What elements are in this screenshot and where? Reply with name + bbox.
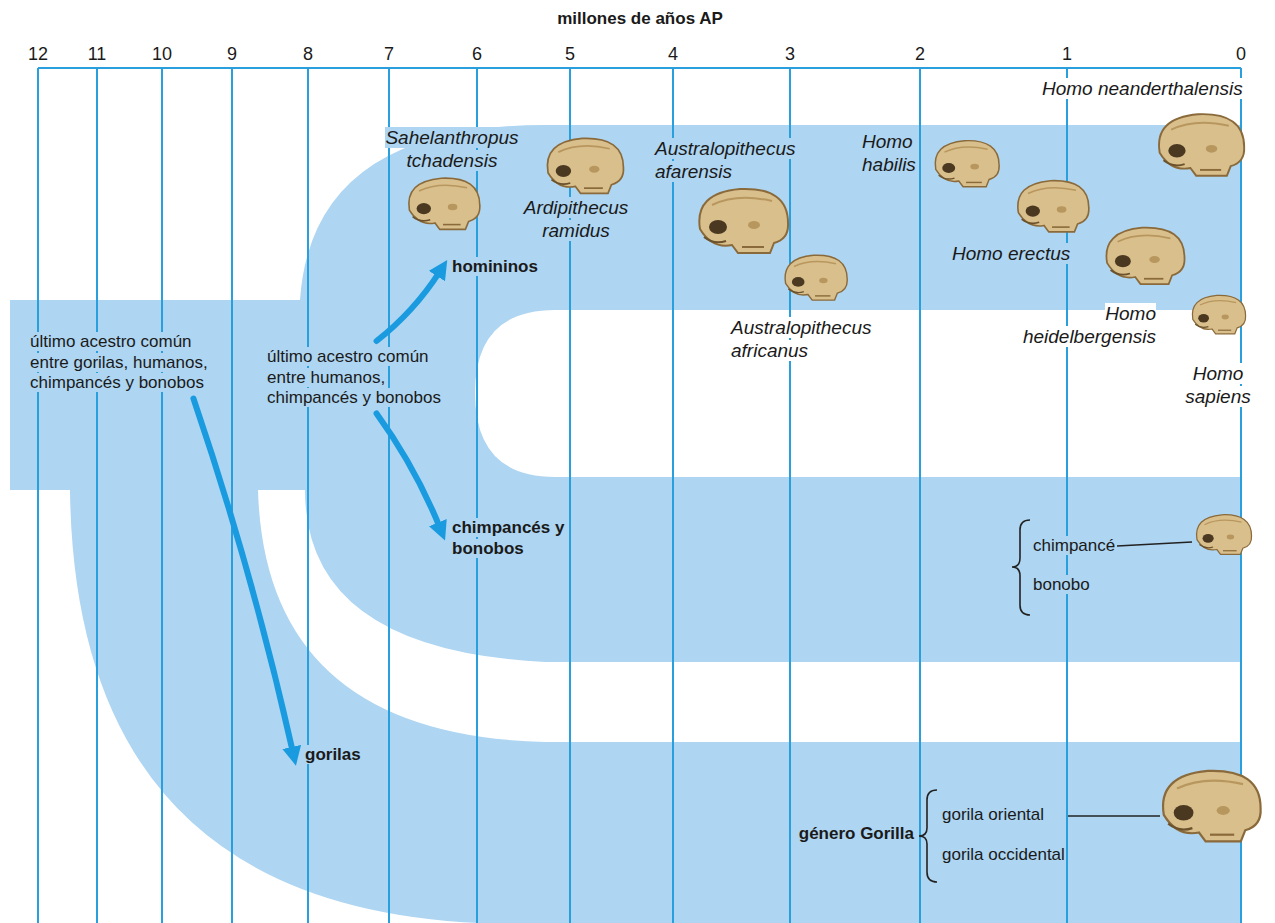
node-text: último acestro común entre gorilas, huma… (30, 332, 208, 392)
descent-arrow (377, 413, 440, 527)
descent-arrow (377, 271, 440, 341)
node-text: gorilas (305, 745, 361, 764)
species-name-box: Sahelanthropus tchadensis (357, 126, 547, 172)
axis-tick: 5 (565, 44, 575, 64)
axis-tick-box: 3 (785, 44, 795, 66)
axis-tick-box: 11 (88, 44, 107, 66)
skull-images (409, 114, 1261, 841)
axis-tick: 4 (668, 44, 678, 64)
species-name: Australopithecus afarensis (655, 138, 795, 182)
genus-label-box: género Gorilla (799, 824, 914, 845)
species-name-box: Ardipithecus ramidus (509, 196, 644, 242)
axis-title: millones de años AP (557, 9, 723, 30)
node-text: homininos (452, 257, 538, 276)
axis-title-text: millones de años AP (557, 9, 723, 28)
lineage-node: gorilas (305, 745, 361, 766)
lineage-node: chimpancés y bonobos (452, 518, 567, 559)
lineage-node: último acestro común entre gorilas, huma… (30, 332, 235, 394)
axis-tick-box: 12 (28, 44, 48, 66)
species-name-box: Australopithecus afarensis (655, 137, 825, 183)
node-text: último acestro común entre humanos, chim… (267, 347, 441, 407)
species-name-box: Homo erectus (952, 242, 1070, 265)
species-name-box: Homo neanderthalensis (1042, 77, 1243, 100)
species-name-box: gorila oriental (942, 805, 1044, 826)
species-name: Homo heidelbergensis (1023, 303, 1156, 347)
species-name: gorila occidental (942, 845, 1065, 864)
axis-tick: 10 (152, 44, 172, 64)
axis-tick: 11 (88, 44, 107, 64)
axis-tick-box: 2 (915, 44, 925, 66)
species-name-box: Australopithecus africanus (731, 316, 901, 362)
species-name: bonobo (1033, 575, 1090, 594)
axis-tick-box: 4 (668, 44, 678, 66)
lineage-node: homininos (452, 257, 538, 278)
axis-tick-box: 8 (303, 44, 313, 66)
species-name: chimpancé (1033, 536, 1115, 555)
brackets (919, 520, 1192, 882)
species-name: Australopithecus africanus (731, 317, 871, 361)
axis-tick-box: 9 (227, 44, 237, 66)
lineage-bands (10, 125, 1241, 923)
axis-tick: 6 (472, 44, 482, 64)
species-name: Homo habilis (862, 131, 916, 175)
axis-tick: 9 (227, 44, 237, 64)
axis-tick-box: 7 (384, 44, 394, 66)
species-name-box: bonobo (1033, 575, 1090, 596)
axis-tick: 8 (303, 44, 313, 64)
axis-tick-box: 0 (1236, 44, 1246, 66)
species-name: Homo neanderthalensis (1042, 78, 1243, 99)
species-name-box: chimpancé (1033, 536, 1115, 557)
species-name-box: Homo sapiens (1178, 362, 1258, 408)
axis-tick: 2 (915, 44, 925, 64)
axis-tick-box: 1 (1062, 44, 1072, 66)
axis-tick: 1 (1062, 44, 1072, 64)
species-name: gorila oriental (942, 805, 1044, 824)
lineage-node: último acestro común entre humanos, chim… (267, 347, 472, 409)
species-name-box: Homo heidelbergensis (991, 302, 1156, 348)
genus-label: género Gorilla (799, 824, 914, 843)
axis-tick-box: 5 (565, 44, 575, 66)
species-name: Homo erectus (952, 243, 1070, 264)
axis-tick: 7 (384, 44, 394, 64)
species-name-box: gorila occidental (942, 845, 1065, 866)
axis-tick-box: 10 (152, 44, 172, 66)
axis-tick: 12 (28, 44, 48, 64)
species-name-box: Homo habilis (862, 130, 932, 176)
node-text: chimpancés y bonobos (452, 518, 564, 558)
descent-arrow (193, 398, 293, 752)
axis-tick-box: 6 (472, 44, 482, 66)
species-name: Ardipithecus ramidus (524, 197, 629, 241)
axis-tick: 3 (785, 44, 795, 64)
species-name: Homo sapiens (1185, 363, 1251, 407)
axis-tick: 0 (1236, 44, 1246, 64)
species-name: Sahelanthropus tchadensis (385, 127, 518, 171)
time-gridlines (38, 68, 1241, 923)
